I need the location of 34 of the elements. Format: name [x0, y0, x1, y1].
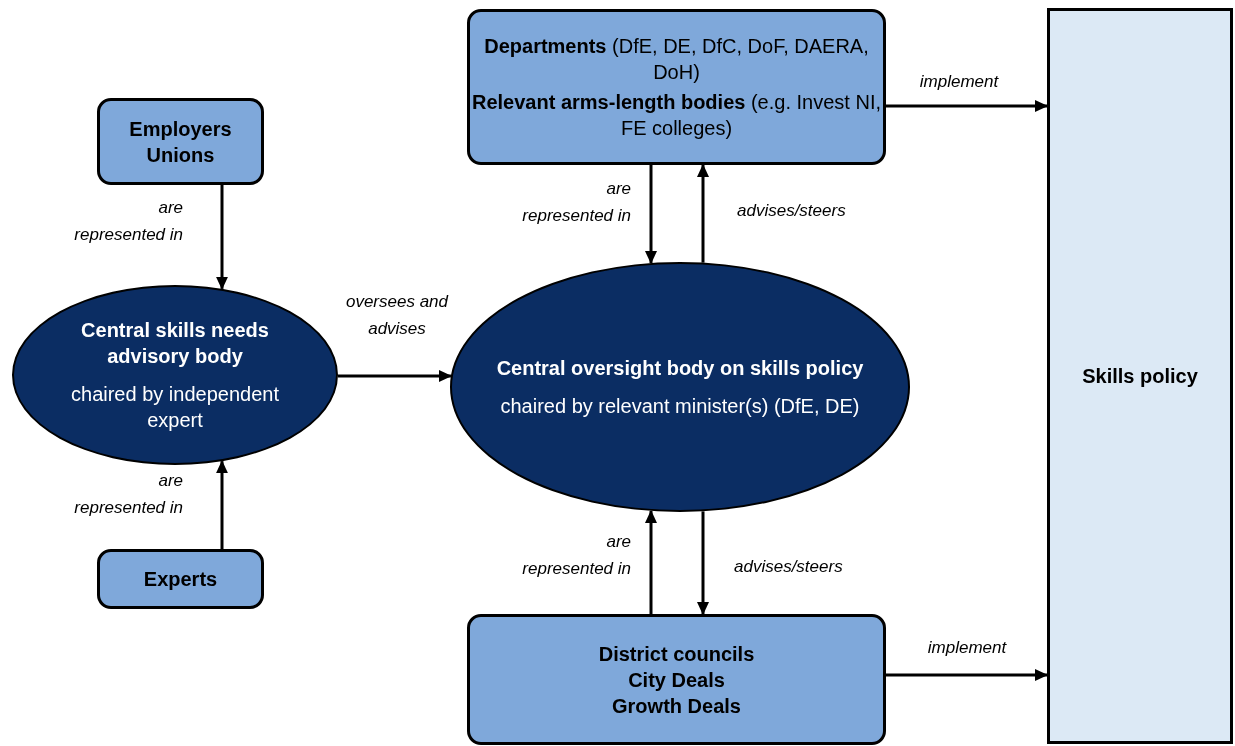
- node-label: District councils: [598, 641, 755, 667]
- arrow: [645, 510, 657, 614]
- node-label: Departments (DfE, DE, DfC, DoF, DAERA, DoH): [483, 34, 870, 85]
- arrow: [697, 511, 709, 615]
- edge-label: advises/steers: [737, 200, 847, 222]
- node-label: Growth Deals: [612, 693, 741, 719]
- edge-label: are represented in: [521, 531, 631, 580]
- arrow: [886, 100, 1048, 112]
- body-title: Central skills needs advisory body: [80, 318, 270, 369]
- node-label: Relevant arms-length bodies (e.g. Invest NI, FE colleges): [471, 90, 882, 141]
- edge-label: are represented in: [73, 197, 183, 246]
- edge-label: are represented in: [521, 178, 631, 227]
- departments-box: [467, 9, 886, 165]
- node-label: Skills policy: [1082, 364, 1198, 389]
- arrow: [645, 165, 657, 264]
- skills-policy-panel: [1047, 8, 1233, 744]
- edge-label: are represented in: [73, 470, 183, 519]
- group-box: [97, 549, 264, 609]
- body-subtitle: chaired by independent expert: [70, 382, 280, 433]
- arrow: [697, 164, 709, 263]
- group-box: [467, 614, 886, 745]
- edge-label: implement: [926, 637, 1008, 659]
- node-label: Unions: [146, 142, 215, 168]
- edge-label: implement: [918, 71, 1000, 93]
- node-label: City Deals: [628, 667, 725, 693]
- body-subtitle: chaired by relevant minister(s) (DfE, DE): [500, 394, 860, 419]
- group-box: [97, 98, 264, 185]
- edge-label: advises/steers: [734, 556, 844, 578]
- node-label: Experts: [143, 567, 218, 592]
- body-title: Central oversight body on skills policy: [496, 356, 864, 381]
- node-label: Employers: [129, 116, 232, 142]
- edge-label: oversees and advises: [344, 291, 450, 340]
- arrow: [886, 669, 1048, 681]
- arrow: [338, 370, 452, 382]
